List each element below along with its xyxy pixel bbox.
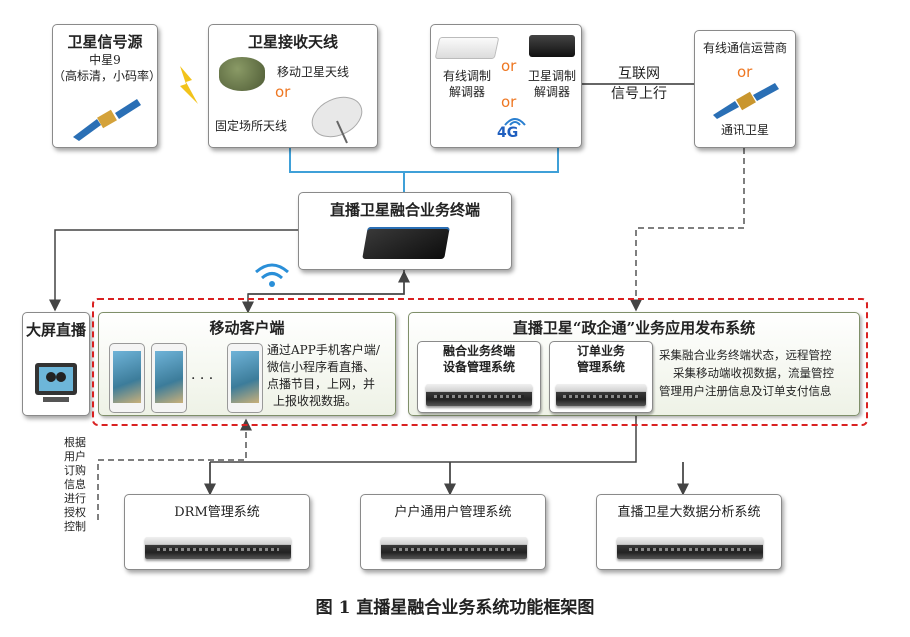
antenna-or: or [275, 83, 291, 101]
wired-modem-line2: 解调器 [448, 85, 485, 99]
mobile-antenna-icon [219, 57, 265, 91]
satellite-modem-line1: 卫星调制 [527, 69, 576, 83]
mobile-client-desc-4: 上报收视数据。 [273, 394, 358, 408]
auth-note-char: 用户 [64, 450, 86, 463]
satellite-modem-line2: 解调器 [533, 85, 570, 99]
terminal-device-icon [362, 227, 450, 259]
publish-desc-3: 管理用户注册信息及订单支付信息 [659, 384, 832, 398]
publish-desc-1: 采集融合业务终端状态，远程管控 [659, 348, 832, 362]
drm-system-box: DRM管理系统 [124, 494, 310, 570]
auth-note: 根据 用户 订购 信息 进行 授权 控制 [60, 436, 90, 534]
phone-icon [109, 343, 145, 413]
satellite-source-line2: （高标清，小码率） [53, 69, 162, 83]
operator-or: or [737, 63, 753, 81]
device-mgmt-box: 融合业务终端 设备管理系统 [417, 341, 541, 413]
fixed-antenna-label: 固定场所天线 [215, 119, 288, 133]
modems-box: or 有线调制 解调器 卫星调制 解调器 or 4G [430, 24, 582, 148]
server-icon [426, 384, 532, 406]
big-screen-box: 大屏直播 [22, 312, 90, 416]
mobile-client-desc-2: 微信小程序看直播、 [267, 360, 376, 374]
auth-note-char: 信息 [64, 478, 86, 491]
internet-line1: 互联网 [606, 66, 672, 83]
terminal-title: 直播卫星融合业务终端 [329, 201, 480, 219]
antenna-box: 卫星接收天线 移动卫星天线 or 固定场所天线 [208, 24, 378, 148]
lightning-icon [180, 66, 198, 104]
device-mgmt-line1: 融合业务终端 [442, 344, 515, 358]
mobile-client-box: 移动客户端 · · · 通过APP手机客户端/ 微信小程序看直播、 点播节目，上… [98, 312, 396, 416]
phone-icon [151, 343, 187, 413]
device-mgmt-line2: 设备管理系统 [442, 360, 515, 374]
server-icon [556, 384, 646, 406]
wifi-icon [255, 263, 289, 287]
user-mgmt-label: 户户通用户管理系统 [394, 505, 512, 520]
internet-line2: 信号上行 [606, 86, 672, 103]
wifi-4g-icon [504, 118, 526, 126]
satellite-source-title: 卫星信号源 [67, 33, 143, 51]
publish-system-title: 直播卫星“政企通”业务应用发布系统 [512, 319, 756, 337]
bigdata-box: 直播卫星大数据分析系统 [596, 494, 782, 570]
satellite-modem-icon [529, 35, 575, 57]
dish-antenna-icon [311, 96, 363, 144]
satellite-source-box: 卫星信号源 中星9 （高标清，小码率） [52, 24, 162, 148]
operator-line1: 有线通信运营商 [702, 41, 787, 55]
auth-note-char: 订购 [64, 464, 86, 477]
operator-box: 有线通信运营商 or 通讯卫星 [694, 30, 796, 148]
publish-desc-2: 采集移动端收视数据，流量管控 [673, 366, 834, 380]
auth-note-char: 进行 [64, 492, 86, 505]
publish-system-box: 直播卫星“政企通”业务应用发布系统 融合业务终端 设备管理系统 订单业务 管理系… [408, 312, 860, 416]
figure-caption: 图 1 直播星融合业务系统功能框架图 [315, 598, 595, 618]
terminal-box: 直播卫星融合业务终端 [298, 192, 512, 270]
phones-ellipsis: · · · [191, 371, 214, 387]
server-icon [617, 537, 763, 559]
big-screen-label: 大屏直播 [25, 321, 86, 339]
comm-satellite-icon [713, 83, 779, 119]
operator-line2: 通讯卫星 [720, 123, 769, 137]
auth-note-char: 授权 [64, 506, 86, 519]
drm-system-label: DRM管理系统 [174, 505, 260, 520]
mobile-client-desc-3: 点播节目，上网，并 [267, 377, 376, 391]
satellite-icon [73, 99, 141, 141]
tv-icon [35, 363, 77, 402]
mobile-antenna-label: 移动卫星天线 [277, 65, 350, 79]
user-mgmt-box: 户户通用户管理系统 [360, 494, 546, 570]
satellite-source-line1: 中星9 [89, 53, 121, 67]
auth-note-char: 控制 [64, 520, 86, 533]
badge-4g: 4G [497, 125, 519, 141]
server-icon [381, 537, 527, 559]
wired-modem-line1: 有线调制 [442, 69, 491, 83]
server-icon [145, 537, 291, 559]
order-mgmt-box: 订单业务 管理系统 [549, 341, 653, 413]
antenna-title: 卫星接收天线 [247, 33, 338, 51]
order-mgmt-line2: 管理系统 [576, 360, 625, 374]
wired-modem-icon [434, 37, 500, 59]
modems-or-2: or [501, 93, 517, 111]
auth-note-char: 根据 [64, 436, 86, 449]
modems-or-1: or [501, 57, 517, 75]
mobile-client-desc-1: 通过APP手机客户端/ [267, 343, 380, 357]
service-zone [92, 298, 868, 426]
order-mgmt-line1: 订单业务 [576, 344, 625, 358]
bigdata-label: 直播卫星大数据分析系统 [617, 505, 761, 520]
mobile-client-title: 移动客户端 [209, 319, 285, 337]
phone-icon [227, 343, 263, 413]
